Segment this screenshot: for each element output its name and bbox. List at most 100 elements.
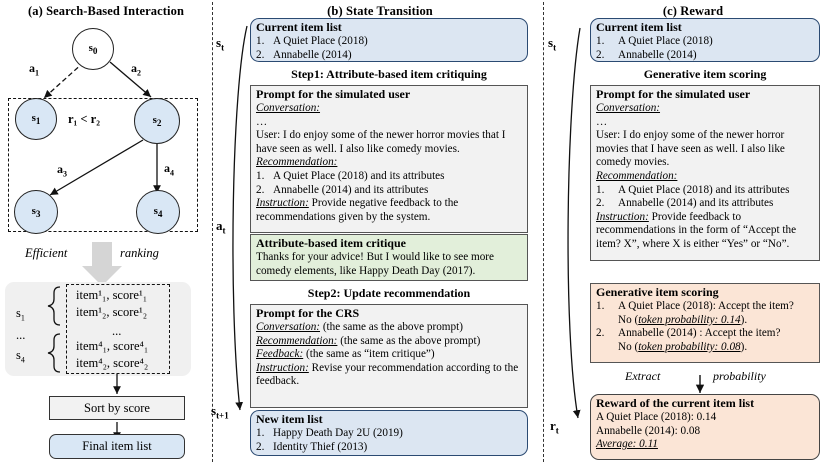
reward-line-2: Annabelle (2014): 0.08 bbox=[596, 424, 701, 437]
ranking-items-dashbox bbox=[66, 284, 170, 374]
node-s3: s3 bbox=[14, 190, 58, 234]
node-s0-label: s0 bbox=[88, 41, 98, 57]
list-item: 2. Annabelle (2014) and its attributes bbox=[256, 183, 429, 196]
recommendation-label: Recommendation: bbox=[596, 169, 678, 182]
edge-label-a3: a3 bbox=[57, 162, 67, 179]
list-item: 1. A Quiet Place (2018) bbox=[256, 35, 368, 47]
list-item: 2. Annabelle (2014) and its attributes bbox=[596, 197, 774, 210]
panel-a-state-group-box bbox=[8, 98, 198, 232]
panel-b-title: (b) State Transition bbox=[327, 4, 433, 18]
panel-b-prompt-user-heading: Prompt for the simulated user bbox=[256, 87, 411, 101]
panel-b-state-t-label: st bbox=[216, 35, 225, 53]
ranking-label: ranking bbox=[120, 246, 159, 260]
instruction-label: Instruction: bbox=[596, 210, 649, 223]
panel-b-step2-caption: Step2: Update recommendation bbox=[307, 286, 471, 300]
node-s2-label: s2 bbox=[152, 113, 162, 129]
crs-feedback-line: Feedback: (the same as “item critique”) bbox=[256, 348, 435, 361]
list-item: 1. A Quiet Place (2018) and its attribut… bbox=[596, 183, 790, 196]
list-item: 2. Annabelle (2014) bbox=[256, 48, 352, 61]
panel-b-prompt-user-box: Prompt for the simulated user Conversati… bbox=[250, 85, 528, 233]
node-s0: s0 bbox=[72, 28, 114, 70]
conversation-ellipsis: … bbox=[256, 115, 268, 128]
list-item: 1. A Quiet Place (2018) bbox=[596, 35, 713, 47]
list-item: 1. A Quiet Place (2018): Accept the item… bbox=[596, 300, 794, 326]
panel-b-critique-text: Thanks for your advice! But I would like… bbox=[256, 251, 494, 277]
node-s1-label: s1 bbox=[31, 111, 41, 127]
ranking-item-row-3: item⁴₁, score⁴₁ bbox=[76, 339, 149, 353]
panel-c-reward-t-label: rt bbox=[550, 418, 559, 436]
conversation-label: Conversation: bbox=[596, 102, 661, 114]
reward-average: Average: 0.11 bbox=[596, 438, 658, 451]
panel-b-prompt-crs-box: Prompt for the CRS Conversation: (the sa… bbox=[250, 304, 528, 408]
panel-c-prompt-user-box: Prompt for the simulated user Conversati… bbox=[590, 85, 820, 261]
panel-c-title: (c) Reward bbox=[662, 4, 724, 18]
ranking-state-s1: s1 bbox=[16, 306, 25, 323]
panel-b-step1-caption: Step1: Attribute-based item critiquing bbox=[291, 67, 487, 81]
panel-a-title: (a) Search-Based Interaction bbox=[27, 4, 185, 18]
instruction-line: Instruction: Provide feedback to recomme… bbox=[596, 211, 815, 252]
conversation-user-line: User: I do enjoy some of the newer horro… bbox=[596, 129, 785, 169]
recommendation-label: Recommendation: bbox=[256, 156, 338, 169]
ranking-braces bbox=[47, 286, 61, 373]
panel-c-scoring-caption: Generative item scoring bbox=[643, 67, 767, 81]
panel-b-critique-heading: Attribute-based item critique bbox=[256, 236, 406, 250]
panel-a-edges bbox=[43, 61, 161, 196]
instruction-line: Instruction: Provide negative feedback t… bbox=[256, 197, 523, 224]
panel-b-state-t1-label: st+1 bbox=[211, 403, 229, 421]
panel-b-current-item-list: Current item list 1. A Quiet Place (2018… bbox=[250, 18, 528, 62]
ranking-group-background bbox=[5, 282, 191, 376]
panel-b-prompt-crs-heading: Prompt for the CRS bbox=[256, 306, 360, 320]
node-s4: s4 bbox=[136, 190, 180, 234]
crs-instruction-line: Instruction: Revise your recommendation … bbox=[256, 361, 519, 388]
probability-label: probability bbox=[713, 369, 766, 383]
panel-c-scoring-box: Generative item scoring 1. A Quiet Place… bbox=[590, 283, 820, 363]
panel-b-new-item-list: New item list 1. Happy Death Day 2U (201… bbox=[250, 410, 528, 456]
panel-b-critique-box: Attribute-based item critique Thanks for… bbox=[250, 234, 528, 281]
ranking-state-s4: s4 bbox=[16, 348, 25, 365]
edge-label-a1: a1 bbox=[29, 61, 39, 78]
list-item: 1. Happy Death Day 2U (2019) bbox=[256, 427, 403, 439]
list-item: 2. Annabelle (2014) bbox=[596, 48, 697, 61]
column-divider-a-b bbox=[212, 2, 213, 462]
ranking-item-row-2: item¹₂, score¹₂ bbox=[76, 305, 148, 319]
instruction-text: Provide negative feedback to the recomme… bbox=[256, 197, 459, 223]
node-s4-label: s4 bbox=[153, 204, 163, 220]
panel-c-scoring-heading: Generative item scoring bbox=[596, 285, 719, 299]
panel-b-action-t-label: at bbox=[216, 218, 226, 236]
conversation-ellipsis: … bbox=[596, 115, 608, 128]
edge-label-a4: a4 bbox=[164, 161, 174, 178]
instruction-text: Provide feedback to recommendations in t… bbox=[596, 210, 797, 250]
panel-c-reward-heading: Reward of the current item list bbox=[596, 396, 755, 410]
list-item: 2. Annabelle (2014) : Accept the item? N… bbox=[596, 327, 781, 353]
conversation-label: Conversation: bbox=[256, 102, 321, 114]
ranking-state-ellipsis: ... bbox=[16, 328, 26, 342]
panel-b-current-item-list-heading: Current item list bbox=[256, 20, 342, 34]
reward-line-1: A Quiet Place (2018): 0.14 bbox=[596, 411, 717, 423]
final-item-list-box[interactable]: Final item list bbox=[49, 434, 185, 459]
node-s2: s2 bbox=[134, 98, 180, 144]
crs-conversation-line: Conversation: (the same as the above pro… bbox=[256, 321, 463, 333]
efficient-ranking-arrow bbox=[82, 242, 122, 286]
efficient-label: Efficient bbox=[25, 246, 68, 260]
list-item: 1. A Quiet Place (2018) and its attribut… bbox=[256, 169, 445, 182]
conversation-user-line: User: I do enjoy some of the newer horro… bbox=[256, 129, 506, 155]
panel-c-current-item-list: Current item list 1. A Quiet Place (2018… bbox=[590, 18, 820, 62]
panel-c-prompt-user-heading: Prompt for the simulated user bbox=[596, 87, 751, 101]
instruction-label: Instruction: bbox=[256, 197, 309, 210]
list-item: 2. Identity Thief (2013) bbox=[256, 440, 368, 453]
edge-label-a2: a2 bbox=[131, 61, 141, 78]
panel-c-state-t-label: st bbox=[548, 35, 557, 53]
node-s1: s1 bbox=[15, 98, 57, 140]
ranking-item-row-ellipsis: ... bbox=[112, 324, 122, 338]
column-divider-b-c bbox=[543, 2, 544, 462]
reward-comparison-label: r₁ < r₂ bbox=[68, 112, 100, 126]
crs-recommendation-line: Recommendation: (the same as the above p… bbox=[256, 334, 481, 347]
extract-label: Extract bbox=[625, 369, 661, 383]
ranking-item-row-1: item¹₁, score¹₁ bbox=[76, 288, 148, 302]
node-s3-label: s3 bbox=[31, 204, 41, 220]
sort-by-score-box[interactable]: Sort by score bbox=[49, 396, 185, 420]
panel-c-current-item-list-heading: Current item list bbox=[596, 20, 682, 34]
